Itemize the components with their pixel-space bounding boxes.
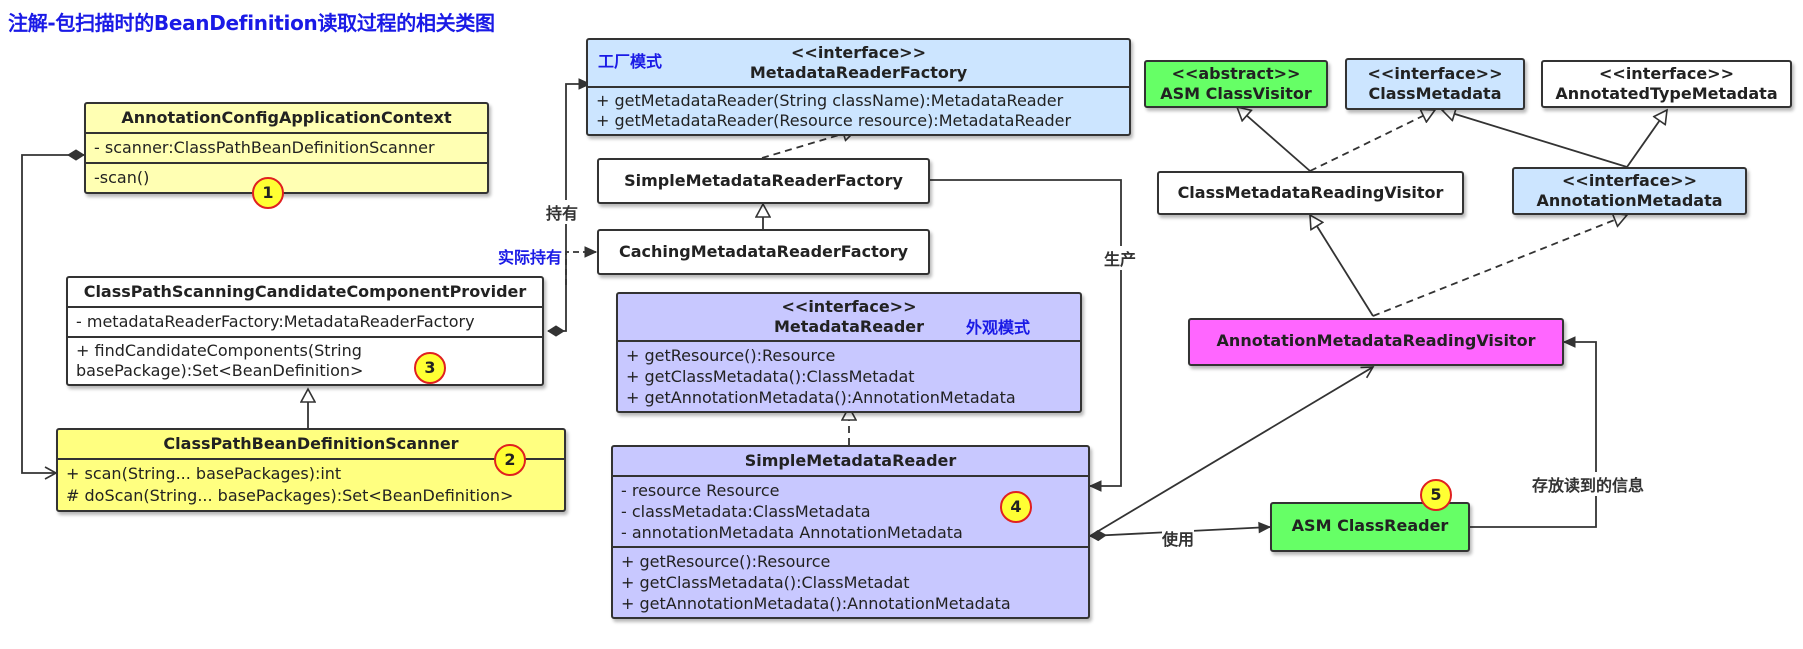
edge-classreader-stores-visitor	[1470, 336, 1597, 528]
note-factory-pattern: 工厂模式	[598, 52, 663, 71]
method: -scan()	[94, 168, 150, 187]
class-annotation-metadata-reading-visitor[interactable]: AnnotationMetadataReadingVisitor	[1188, 318, 1564, 366]
attribute: - metadataReaderFactory:MetadataReaderFa…	[76, 312, 475, 331]
method: + getClassMetadata():ClassMetadat	[621, 573, 910, 592]
class-name: AnnotationMetadata	[1536, 191, 1723, 210]
attribute: - annotationMetadata AnnotationMetadata	[621, 523, 963, 542]
edge-factory-produces-reader	[930, 179, 1122, 492]
interface-annotation-metadata[interactable]: <<interface>> AnnotationMetadata	[1512, 167, 1747, 215]
class-attributes: - metadataReaderFactory:MetadataReaderFa…	[68, 306, 542, 336]
attribute: - resource Resource	[621, 481, 780, 500]
stereotype: <<interface>>	[781, 297, 917, 316]
class-name: AnnotatedTypeMetadata	[1555, 84, 1778, 103]
step-badge-2: 2	[494, 444, 526, 476]
step-badge-3: 3	[414, 352, 446, 384]
edge-classvisitor-implements-classmeta	[1309, 110, 1435, 172]
stereotype: <<interface>>	[1599, 64, 1734, 83]
label-actually-holds: 实际持有	[498, 248, 563, 267]
class-simple-metadata-reader-factory[interactable]: SimpleMetadataReaderFactory	[597, 158, 930, 204]
interface-metadata-reader-factory[interactable]: <<interface>> MetadataReaderFactory + ge…	[586, 38, 1131, 136]
class-header: <<interface>> MetadataReader	[618, 294, 1080, 340]
note-facade-pattern: 外观模式	[966, 318, 1031, 337]
method: + getClassMetadata():ClassMetadat	[626, 367, 915, 386]
interface-metadata-reader[interactable]: <<interface>> MetadataReader + getResour…	[616, 292, 1082, 413]
class-name: ClassMetadata	[1368, 84, 1502, 103]
class-name: ASM ClassReader	[1291, 516, 1449, 535]
step-badge-5: 5	[1420, 479, 1452, 511]
edge-context-scanner	[21, 149, 85, 480]
class-name: SimpleMetadataReader	[744, 451, 957, 470]
class-header: <<interface>> AnnotatedTypeMetadata	[1543, 62, 1790, 107]
edge-annvisitor-extends-classvisitor	[1310, 215, 1374, 317]
class-methods: + getResource():Resource + getClassMetad…	[618, 340, 1080, 411]
step-badge-4: 4	[1000, 491, 1032, 523]
edge-annmeta-extends-classmeta	[1442, 110, 1628, 168]
attribute: - scanner:ClassPathBeanDefinitionScanner	[94, 138, 435, 157]
method: + getAnnotationMetadata():AnnotationMeta…	[621, 594, 1011, 613]
method: # doScan(String... basePackages):Set<Bea…	[66, 486, 514, 505]
class-header: <<interface>> ClassMetadata	[1347, 60, 1523, 107]
edge-classvisitor-extends-asm	[1237, 107, 1311, 172]
label-holds: 持有	[546, 200, 579, 224]
stereotype: <<abstract>>	[1171, 64, 1301, 83]
edge-provider-actually-holds-caching	[565, 246, 598, 285]
stereotype: <<interface>>	[1367, 64, 1503, 83]
class-name: CachingMetadataReaderFactory	[618, 242, 909, 261]
class-name: AnnotationMetadataReadingVisitor	[1216, 331, 1536, 350]
method: + scan(String... basePackages):int	[66, 464, 342, 483]
class-header: <<abstract>> ASM ClassVisitor	[1146, 62, 1326, 107]
attribute: - classMetadata:ClassMetadata	[621, 502, 871, 521]
class-header: <<interface>> AnnotationMetadata	[1514, 169, 1745, 214]
class-classpath-bean-definition-scanner[interactable]: ClassPathBeanDefinitionScanner + scan(St…	[56, 428, 566, 512]
class-class-metadata-reading-visitor[interactable]: ClassMetadataReadingVisitor	[1157, 171, 1464, 215]
edge-annvisitor-implements-annmeta	[1372, 215, 1627, 317]
method: + getResource():Resource	[626, 346, 836, 365]
stereotype: <<interface>>	[1562, 171, 1697, 190]
class-simple-metadata-reader[interactable]: SimpleMetadataReader - resource Resource…	[611, 445, 1090, 619]
edge-reader-to-visitor	[1089, 366, 1375, 537]
class-methods: + scan(String... basePackages):int # doS…	[58, 458, 564, 510]
class-methods: + findCandidateComponents(String basePac…	[68, 336, 542, 384]
class-attributes: - scanner:ClassPathBeanDefinitionScanner	[86, 132, 487, 162]
interface-annotated-type-metadata[interactable]: <<interface>> AnnotatedTypeMetadata	[1541, 60, 1792, 108]
method: + getResource():Resource	[621, 552, 831, 571]
method: basePackage):Set<BeanDefinition>	[76, 361, 364, 380]
class-caching-metadata-reader-factory[interactable]: CachingMetadataReaderFactory	[597, 229, 930, 275]
class-header: <<interface>> MetadataReaderFactory	[588, 40, 1129, 86]
edge-simple-factory-implements	[761, 130, 856, 159]
class-annotation-config-application-context[interactable]: AnnotationConfigApplicationContext - sca…	[84, 102, 489, 194]
method: + getMetadataReader(String className):Me…	[596, 91, 1064, 110]
label-stores-info: 存放读到的信息	[1532, 472, 1645, 496]
class-methods: + getMetadataReader(String className):Me…	[588, 86, 1129, 134]
class-name: MetadataReader	[773, 317, 925, 336]
method: + findCandidateComponents(String	[76, 341, 362, 360]
class-name: SimpleMetadataReaderFactory	[624, 171, 903, 190]
class-name: ClassPathBeanDefinitionScanner	[163, 434, 459, 453]
method: + getMetadataReader(Resource resource):M…	[596, 111, 1072, 130]
diagram-title: 注解-包扫描时的BeanDefinition读取过程的相关类图	[8, 11, 495, 35]
class-classpath-scanning-candidate-component-provider[interactable]: ClassPathScanningCandidateComponentProvi…	[66, 276, 544, 386]
class-name: AnnotationConfigApplicationContext	[121, 108, 452, 127]
class-name: ClassMetadataReadingVisitor	[1177, 183, 1444, 202]
edge-annmeta-extends-annotatedtype	[1626, 110, 1667, 168]
class-methods: -scan()	[86, 162, 487, 192]
step-badge-1: 1	[252, 177, 284, 209]
class-name: ClassPathScanningCandidateComponentProvi…	[83, 282, 527, 301]
class-attributes: - resource Resource - classMetadata:Clas…	[613, 475, 1088, 546]
class-name: MetadataReaderFactory	[749, 63, 968, 82]
method: + getAnnotationMetadata():AnnotationMeta…	[626, 388, 1016, 407]
abstract-asm-class-visitor[interactable]: <<abstract>> ASM ClassVisitor	[1144, 60, 1328, 108]
class-name: ASM ClassVisitor	[1160, 84, 1312, 103]
label-uses: 使用	[1162, 526, 1195, 550]
interface-class-metadata[interactable]: <<interface>> ClassMetadata	[1345, 58, 1525, 110]
stereotype: <<interface>>	[791, 43, 926, 62]
label-produces: 生产	[1104, 246, 1137, 270]
class-methods: + getResource():Resource + getClassMetad…	[613, 546, 1088, 617]
